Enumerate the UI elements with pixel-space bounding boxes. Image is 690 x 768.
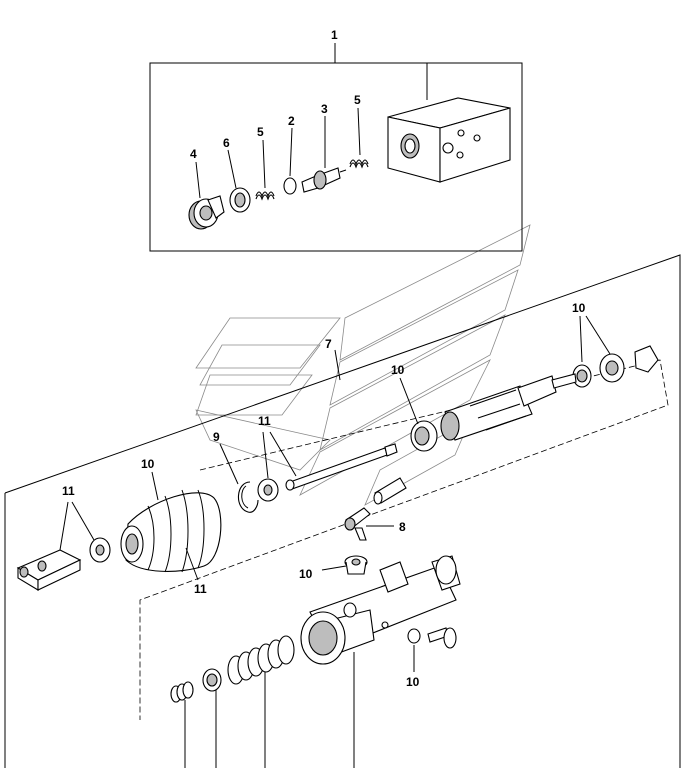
- spring-left: [255, 191, 275, 201]
- valve-piston: [301, 167, 347, 193]
- seal-top-right: [572, 345, 659, 388]
- piston: [440, 373, 577, 441]
- callout-valve-piston: 3: [321, 102, 328, 116]
- clevis: [16, 549, 82, 591]
- callout-boot-bottom: 11: [194, 582, 207, 596]
- small-tube: [373, 477, 407, 505]
- callout-clevis-nut: 11: [62, 484, 75, 498]
- valve-block-frame: [149, 62, 523, 252]
- callout-spring-right: 5: [354, 93, 361, 107]
- rod-washer: [257, 478, 279, 502]
- spring-large: [227, 635, 295, 685]
- bleed-nipple: [344, 507, 371, 541]
- ring-bottom: [202, 668, 222, 692]
- callout-snap-ring: 9: [213, 430, 220, 444]
- cylinder-assembly-frame: [4, 254, 681, 768]
- cylinder-body: [300, 555, 461, 665]
- callout-seal-top-right: 10: [572, 301, 586, 315]
- seal-ring: [229, 187, 251, 213]
- callout-spring-left: 5: [257, 125, 264, 139]
- spring-right: [349, 159, 369, 169]
- snap-ring: [237, 481, 259, 513]
- callout-valve-block: 1: [331, 28, 338, 42]
- callout-dust-boot: 10: [141, 457, 155, 471]
- callout-seal-ring: 6: [223, 136, 230, 150]
- callout-seal-nipple: 10: [299, 567, 313, 581]
- watermark-logo: [195, 224, 531, 506]
- callout-plug-cap: 4: [190, 147, 197, 161]
- plug-cap: [188, 195, 225, 230]
- seal-mid: [410, 420, 438, 452]
- callout-bleed-nipple: 8: [399, 520, 406, 534]
- valve-block: [387, 97, 511, 183]
- seal-nipple: [344, 555, 368, 575]
- valve-block-assembly: [149, 43, 523, 252]
- ring-small: [283, 177, 297, 195]
- spring-small: [170, 681, 194, 703]
- clevis-nut: [89, 537, 111, 563]
- dust-boot: [120, 489, 222, 573]
- callout-cylinder-assembly: 7: [325, 337, 332, 351]
- callout-ring-small: 2: [288, 114, 295, 128]
- callout-rod-washer: 11: [258, 414, 271, 428]
- washer-bolt: [407, 627, 457, 649]
- callout-seal-mid: 10: [391, 363, 405, 377]
- piston-rod: [285, 443, 398, 491]
- callout-washer-bolt: 10: [406, 675, 420, 689]
